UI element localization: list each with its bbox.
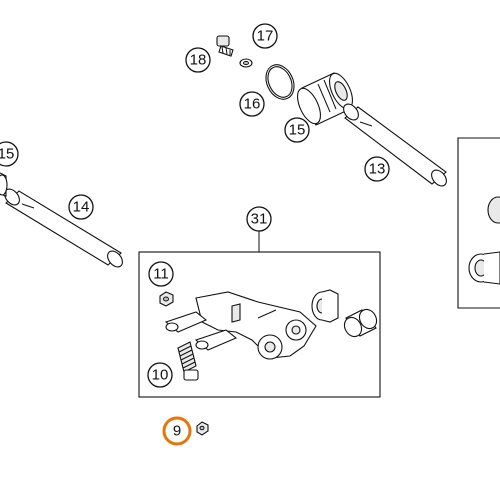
assembly-box-31 [138, 231, 381, 398]
svg-text:10: 10 [152, 367, 169, 384]
callout-13: 13 [364, 156, 390, 182]
bolt-10 [177, 341, 199, 381]
roller-15-top [297, 72, 353, 126]
svg-text:15: 15 [289, 122, 306, 139]
svg-text:18: 18 [190, 52, 207, 69]
svg-text:17: 17 [257, 28, 274, 45]
screw-18 [216, 35, 234, 57]
callout-31: 31 [246, 206, 272, 232]
callout-18: 18 [185, 47, 211, 73]
svg-text:16: 16 [244, 96, 261, 113]
callout-14: 14 [68, 194, 94, 220]
o-ring-16 [265, 64, 295, 100]
right-assembly-box [457, 137, 500, 309]
callout-11: 11 [148, 261, 174, 287]
roller-15-left [0, 172, 8, 197]
nut-9 [196, 421, 209, 436]
svg-text:15: 15 [0, 146, 14, 163]
svg-text:11: 11 [153, 266, 169, 283]
svg-text:14: 14 [73, 199, 90, 216]
callout-16: 16 [239, 91, 265, 117]
callout-17: 17 [252, 23, 278, 49]
washer-17 [239, 58, 253, 68]
sleeve [343, 308, 378, 338]
callout-9-highlighted[interactable]: 9 [162, 416, 192, 446]
svg-text:13: 13 [369, 161, 386, 178]
callout-15-top: 15 [284, 117, 310, 143]
shaft-14 [4, 188, 123, 268]
svg-text:31: 31 [251, 211, 268, 228]
shaft-13 [343, 103, 447, 187]
rocker-arm [164, 291, 317, 360]
svg-text:9: 9 [173, 423, 181, 440]
callout-15-left: 15 [0, 141, 19, 167]
callout-10: 10 [147, 362, 173, 388]
nut-11 [159, 291, 174, 307]
bushing [311, 289, 339, 323]
